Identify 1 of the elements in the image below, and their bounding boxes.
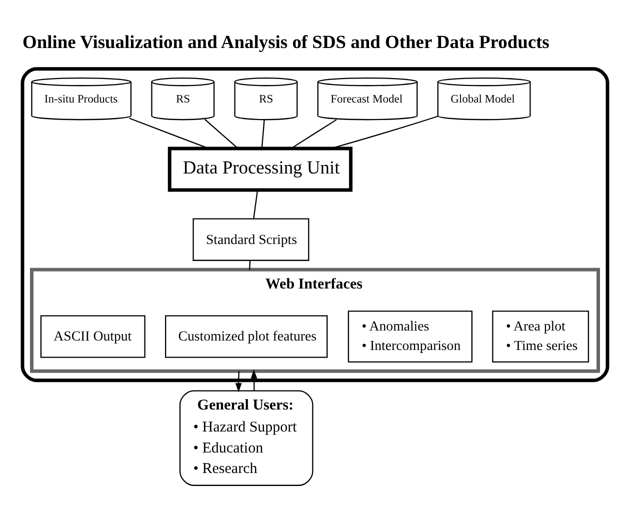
diagram-title: Online Visualization and Analysis of SDS and Other Data Products bbox=[22, 32, 550, 52]
